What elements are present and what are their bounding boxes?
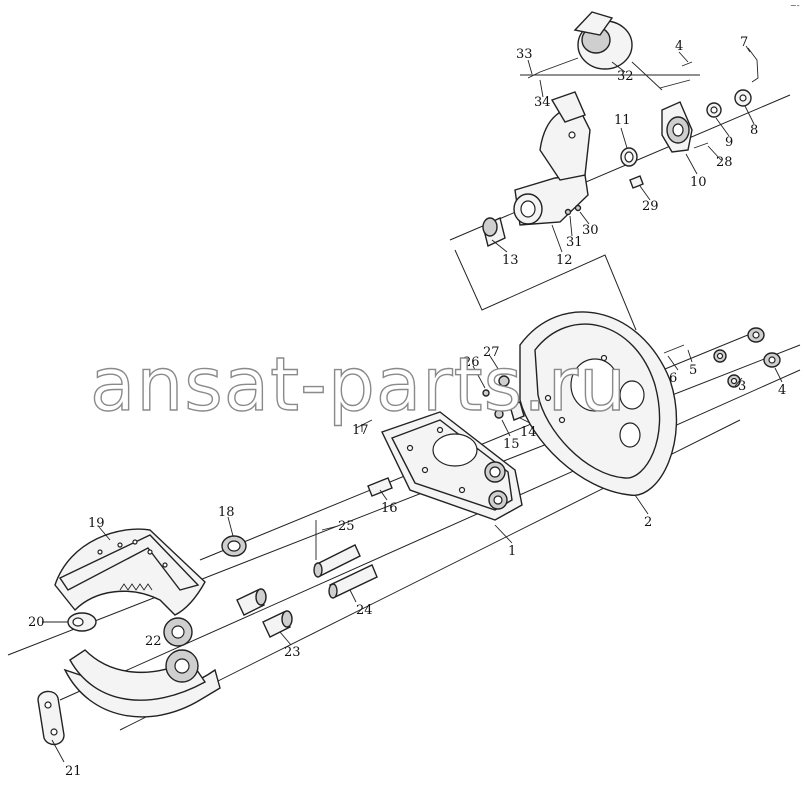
callout-27: 27 — [483, 345, 500, 360]
callout-2: 2 — [644, 515, 652, 530]
callout-1: 1 — [508, 544, 516, 559]
callout-9: 9 — [725, 135, 733, 150]
callout-7: 7 — [740, 35, 748, 50]
callout-21: 21 — [65, 764, 82, 779]
callout-31: 31 — [566, 235, 583, 250]
callout-30: 30 — [582, 223, 599, 238]
callout-12: 12 — [556, 253, 573, 268]
brake-spider — [355, 411, 523, 521]
callout-20: 20 — [28, 615, 45, 630]
callout-11: 11 — [614, 113, 631, 128]
brake-shoe-assembly — [37, 528, 221, 746]
callout-5: 5 — [689, 363, 697, 378]
callout-15: 15 — [503, 437, 520, 452]
callout-33: 33 — [516, 47, 533, 62]
callout-4-lower: 4 — [778, 383, 786, 398]
callout-8: 8 — [750, 123, 758, 138]
callout-13: 13 — [502, 253, 519, 268]
callout-23: 23 — [284, 645, 301, 660]
callout-22: 22 — [145, 634, 162, 649]
callout-leaders — [42, 45, 783, 763]
callout-10: 10 — [690, 175, 707, 190]
callout-16: 16 — [381, 501, 398, 516]
callout-28: 28 — [716, 155, 733, 170]
callout-29: 29 — [642, 199, 659, 214]
corner-mark: ~- — [790, 1, 800, 10]
watermark-text: ansat-parts.ru — [90, 342, 627, 428]
right-fasteners — [482, 327, 781, 421]
callout-19: 19 — [88, 516, 105, 531]
callout-25: 25 — [338, 519, 355, 534]
callout-26: 26 — [463, 355, 480, 370]
callout-18: 18 — [218, 505, 235, 520]
dust-shield — [519, 311, 678, 496]
callout-34: 34 — [534, 95, 551, 110]
callout-3: 3 — [738, 379, 746, 394]
callout-4-upper: 4 — [675, 39, 683, 54]
pins-and-bushings — [221, 520, 378, 638]
callout-24: 24 — [356, 603, 373, 618]
brake-chamber-group — [527, 11, 759, 167]
camshaft-bracket-group — [482, 91, 644, 247]
callout-17: 17 — [352, 423, 369, 438]
callout-32: 32 — [617, 69, 634, 84]
callout-6: 6 — [669, 371, 677, 386]
callout-labels: 1 2 3 4 4 5 6 7 8 9 10 11 12 13 14 15 16… — [28, 35, 786, 779]
callout-14: 14 — [520, 425, 537, 440]
